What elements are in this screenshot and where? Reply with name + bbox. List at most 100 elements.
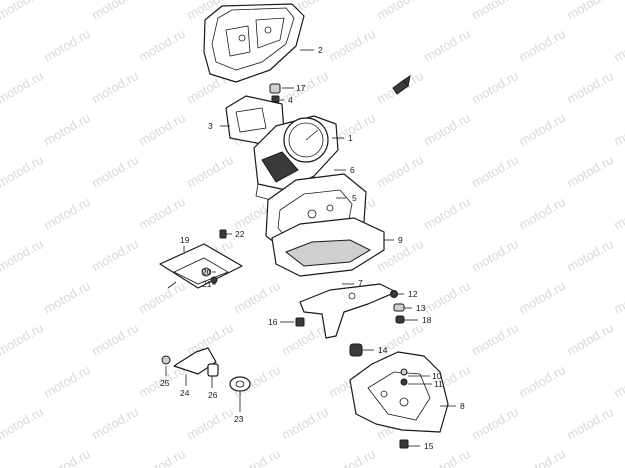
- watermark-text: motod.ru: [0, 404, 46, 443]
- callout-24: 24: [180, 388, 190, 398]
- watermark-text: motod.ru: [564, 152, 616, 191]
- watermark-text: motod.ru: [0, 0, 46, 23]
- callout-19: 19: [180, 235, 190, 245]
- watermark-text: motod.ru: [41, 446, 93, 468]
- watermark-text: motod.ru: [41, 110, 93, 149]
- watermark-text: motod.ru: [516, 26, 568, 65]
- watermark-text: motod.ru: [231, 446, 283, 468]
- watermark-text: motod.ru: [374, 152, 426, 191]
- watermark-text: motod.ru: [326, 26, 378, 65]
- bottom-cover-part[interactable]: [271, 217, 385, 277]
- callout-8: 8: [460, 401, 465, 411]
- watermark-text: motod.ru: [421, 278, 473, 317]
- callout-17: 17: [296, 83, 306, 93]
- watermark-text: motod.ru: [421, 194, 473, 233]
- meter-assembly-part[interactable]: [253, 115, 339, 205]
- watermark-text: motod.ru: [516, 278, 568, 317]
- watermark-text: motod.ru: [611, 446, 625, 468]
- callout-11: 11: [434, 379, 443, 389]
- watermark-text: motod.ru: [564, 68, 616, 107]
- watermark-text: motod.ru: [184, 404, 236, 443]
- callout-labels: 1 2 3 4 5 6 7 8 9 10 11 12 13 14 15 16 1…: [160, 45, 465, 451]
- watermark-text: motod.ru: [0, 236, 46, 275]
- watermark-text: motod.ru: [469, 68, 521, 107]
- grommet-parts[interactable]: [393, 303, 405, 324]
- watermark-text: motod.ru: [0, 320, 46, 359]
- callout-6: 6: [350, 165, 355, 175]
- callout-15: 15: [424, 441, 434, 451]
- watermark-text: motod.ru: [326, 446, 378, 468]
- callout-22: 22: [235, 229, 245, 239]
- watermark-text: motod.ru: [611, 26, 625, 65]
- watermark-text: motod.ru: [564, 0, 616, 23]
- callout-23: 23: [234, 414, 244, 424]
- callout-9: 9: [398, 235, 403, 245]
- watermark-text: motod.ru: [469, 0, 521, 23]
- callout-7: 7: [358, 278, 363, 288]
- watermark-text: motod.ru: [611, 194, 625, 233]
- callout-18: 18: [422, 315, 432, 325]
- washer-part[interactable]: [229, 376, 251, 392]
- callout-13: 13: [416, 303, 426, 313]
- watermark-text: motod.ru: [611, 362, 625, 401]
- watermark-text: motod.ru: [469, 404, 521, 443]
- callout-25: 25: [160, 378, 170, 388]
- bolt-part-15[interactable]: [399, 439, 409, 449]
- watermark-text: motod.ru: [564, 236, 616, 275]
- watermark-text: motod.ru: [136, 278, 188, 317]
- watermark-text: motod.ru: [564, 404, 616, 443]
- bolt-part-16[interactable]: [295, 317, 305, 327]
- watermark-text: motod.ru: [41, 278, 93, 317]
- rubber-mount-part[interactable]: [269, 83, 281, 103]
- watermark-text: motod.ru: [374, 0, 426, 23]
- cushion-part[interactable]: [349, 343, 363, 357]
- watermark-text: motod.ru: [0, 68, 46, 107]
- leader-lines: [165, 49, 456, 447]
- watermark-text: motod.ru: [469, 236, 521, 275]
- watermark-text: motod.ru: [136, 26, 188, 65]
- watermark-text: motod.ru: [421, 110, 473, 149]
- callout-5: 5: [352, 193, 357, 203]
- watermark-text: motod.ru: [516, 194, 568, 233]
- meter-bracket-part[interactable]: [299, 283, 398, 339]
- watermark-text: motod.ru: [611, 110, 625, 149]
- sensor-unit-part[interactable]: [159, 243, 243, 289]
- callout-26: 26: [208, 390, 218, 400]
- watermark-text: motod.ru: [89, 0, 141, 23]
- watermark-text: motod.ru: [564, 320, 616, 359]
- cable-fitting-part[interactable]: [161, 347, 219, 377]
- callout-12: 12: [408, 289, 418, 299]
- callout-14: 14: [378, 345, 388, 355]
- watermark-text: motod.ru: [41, 362, 93, 401]
- watermark-text: motod.ru: [41, 26, 93, 65]
- meter-cover-part[interactable]: [203, 3, 305, 83]
- watermark-text: motod.ru: [136, 194, 188, 233]
- watermark-text: motod.ru: [516, 446, 568, 468]
- watermark-text: motod.ru: [469, 152, 521, 191]
- watermark-text: motod.ru: [421, 26, 473, 65]
- callout-3: 3: [208, 121, 213, 131]
- watermark-text: motod.ru: [89, 68, 141, 107]
- watermark-text: motod.ru: [89, 320, 141, 359]
- watermark-text: motod.ru: [516, 110, 568, 149]
- watermark-text: motod.ru: [136, 110, 188, 149]
- callout-2: 2: [318, 45, 323, 55]
- callout-10: 10: [432, 371, 442, 381]
- watermark-text: motod.ru: [136, 446, 188, 468]
- watermark-text: motod.ru: [231, 278, 283, 317]
- watermark-text: motod.ru: [41, 194, 93, 233]
- screw-part-22[interactable]: [219, 229, 227, 239]
- bottom-bracket-part[interactable]: [349, 351, 449, 433]
- watermark-text: motod.ru: [0, 152, 46, 191]
- callout-21: 21: [202, 279, 212, 289]
- clip-parts[interactable]: [400, 368, 408, 386]
- watermark-text: motod.ru: [516, 362, 568, 401]
- callout-4: 4: [288, 95, 293, 105]
- watermark-text: motod.ru: [469, 320, 521, 359]
- front-direction-arrow-icon: [392, 74, 411, 95]
- watermark-text: motod.ru: [89, 404, 141, 443]
- callout-20: 20: [202, 267, 212, 277]
- watermark-text: motod.ru: [184, 152, 236, 191]
- watermark-text: motod.ru: [89, 236, 141, 275]
- watermark-text: motod.ru: [279, 404, 331, 443]
